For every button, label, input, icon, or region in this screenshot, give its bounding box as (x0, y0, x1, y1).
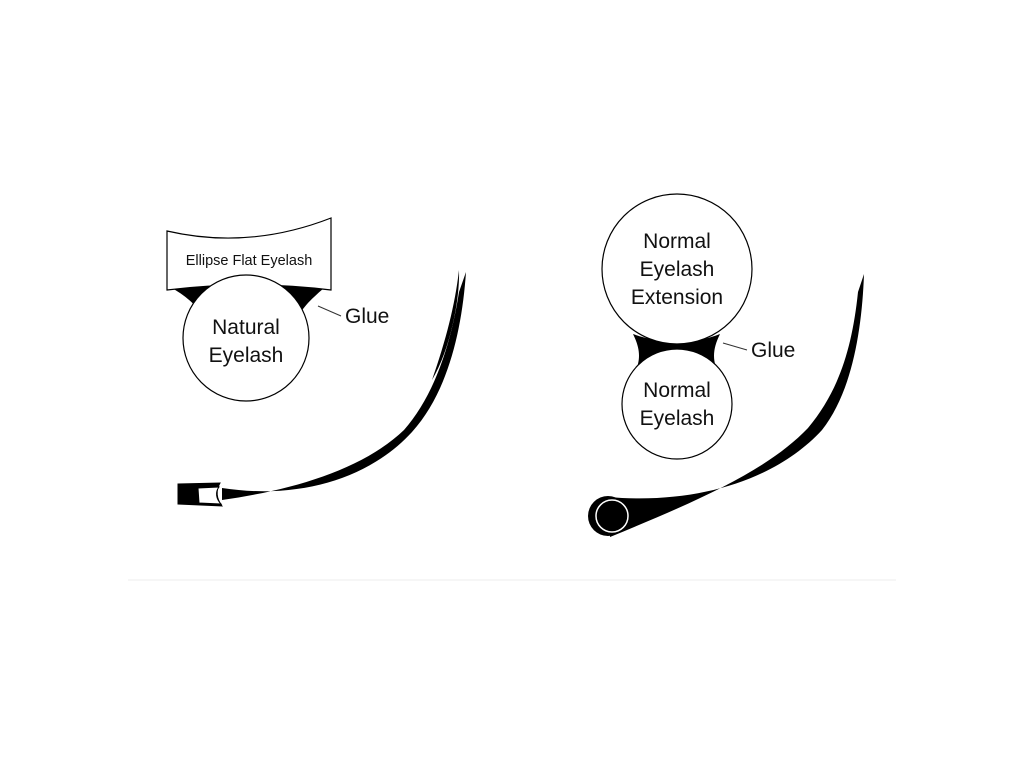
right-natural-label-line1: Normal (643, 379, 711, 402)
right-glue-leader-line (722, 342, 748, 351)
right-glue-label: Glue (751, 339, 795, 362)
right-natural-label-line2: Eyelash (640, 407, 715, 430)
right-round-lash-curve (608, 274, 864, 537)
left-natural-eyelash-circle (182, 274, 310, 402)
right-extension-label-line1: Normal (643, 230, 711, 253)
right-panel: Normal Eyelash Extension Normal Eyelash … (588, 193, 864, 537)
left-panel: Ellipse Flat Eyelash Natural Eyelash Glu… (166, 217, 466, 507)
left-extension-label: Ellipse Flat Eyelash (186, 253, 313, 269)
right-round-end-face (595, 499, 629, 533)
left-flat-end-face (197, 486, 223, 505)
right-extension-label-line3: Extension (631, 286, 723, 309)
left-natural-label-line1: Natural (212, 316, 280, 339)
left-glue-label: Glue (345, 305, 389, 328)
right-extension-circle (601, 193, 753, 345)
left-glue-leader-line (317, 305, 342, 317)
right-natural-eyelash-circle (621, 348, 733, 460)
right-extension-label-line2: Eyelash (640, 258, 715, 281)
right-round-end-cap (588, 496, 628, 536)
left-natural-label-line2: Eyelash (209, 344, 284, 367)
